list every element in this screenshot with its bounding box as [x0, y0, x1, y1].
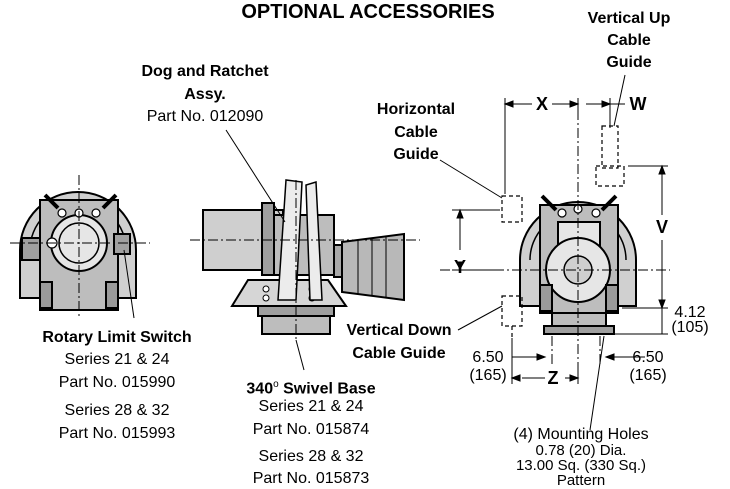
- dim-165-right-value: (165): [629, 367, 667, 384]
- swivel-base-degree-symbol: o: [273, 379, 279, 390]
- swivel-base-degrees: 340: [246, 380, 274, 398]
- rotary-limit-part2: Part No. 015993: [58, 425, 176, 442]
- dim-105-value: (105): [671, 319, 709, 336]
- horizontal-guide-line3: Guide: [393, 146, 439, 163]
- rotary-limit-series2: Series 28 & 32: [64, 402, 170, 419]
- dim-z-label: Z: [547, 368, 559, 388]
- mounting-holes-line3: 13.00 Sq. (330 Sq.): [515, 457, 647, 474]
- rotary-limit-leader: [123, 249, 135, 319]
- page-title: OPTIONAL ACCESSORIES: [241, 1, 495, 23]
- dim-y-label: Y: [453, 257, 467, 277]
- dog-ratchet-title-line2: Assy.: [184, 86, 226, 103]
- side-view: [202, 202, 405, 335]
- swivel-base-title: 340o Swivel Base: [246, 376, 375, 398]
- dim-w-label: W: [629, 94, 647, 114]
- swivel-base-leader: [295, 339, 305, 371]
- vertical-up-guide-line3: Guide: [606, 54, 652, 71]
- mounting-holes-line1: (4) Mounting Holes: [513, 426, 649, 443]
- dim-650-right-value: 6.50: [632, 349, 664, 366]
- horizontal-guide-line2: Cable: [394, 124, 438, 141]
- swivel-base-part1: Part No. 015874: [252, 421, 370, 438]
- dim-412-value: 4.12: [674, 304, 706, 321]
- rotary-limit-switch-view: [19, 191, 137, 311]
- dog-ratchet-title-line1: Dog and Ratchet: [141, 63, 269, 80]
- dimension-lines: [452, 98, 668, 384]
- dim-165-left-value: (165): [469, 367, 507, 384]
- vertical-down-guide-line1: Vertical Down: [346, 322, 452, 339]
- dog-ratchet-leader: [225, 129, 286, 223]
- guide-leaders: [439, 74, 626, 431]
- rotary-limit-title: Rotary Limit Switch: [42, 329, 192, 346]
- dim-x-label: X: [535, 94, 549, 114]
- swivel-base-series2: Series 28 & 32: [258, 448, 364, 465]
- swivel-base-name: Swivel Base: [278, 380, 376, 398]
- rotary-limit-centerlines: [10, 175, 150, 318]
- vertical-up-guide-line2: Cable: [607, 32, 651, 49]
- horizontal-guide-line1: Horizontal: [376, 101, 456, 118]
- rotary-limit-part1: Part No. 015990: [58, 374, 176, 391]
- dog-ratchet-part: Part No. 012090: [146, 108, 264, 125]
- swivel-base-series1: Series 21 & 24: [258, 398, 364, 415]
- mounting-holes-line2: 0.78 (20) Dia.: [535, 442, 627, 459]
- front-view: [519, 194, 637, 335]
- dim-v-label: V: [655, 217, 669, 237]
- dim-650-left-value: 6.50: [472, 349, 504, 366]
- vertical-up-guide-line1: Vertical Up: [587, 10, 671, 27]
- mounting-holes-line4: Pattern: [556, 472, 606, 489]
- swivel-base-part2: Part No. 015873: [252, 470, 370, 487]
- vertical-down-guide-line2: Cable Guide: [352, 345, 446, 362]
- rotary-limit-series1: Series 21 & 24: [64, 351, 170, 368]
- side-view-centerlines: [190, 180, 420, 340]
